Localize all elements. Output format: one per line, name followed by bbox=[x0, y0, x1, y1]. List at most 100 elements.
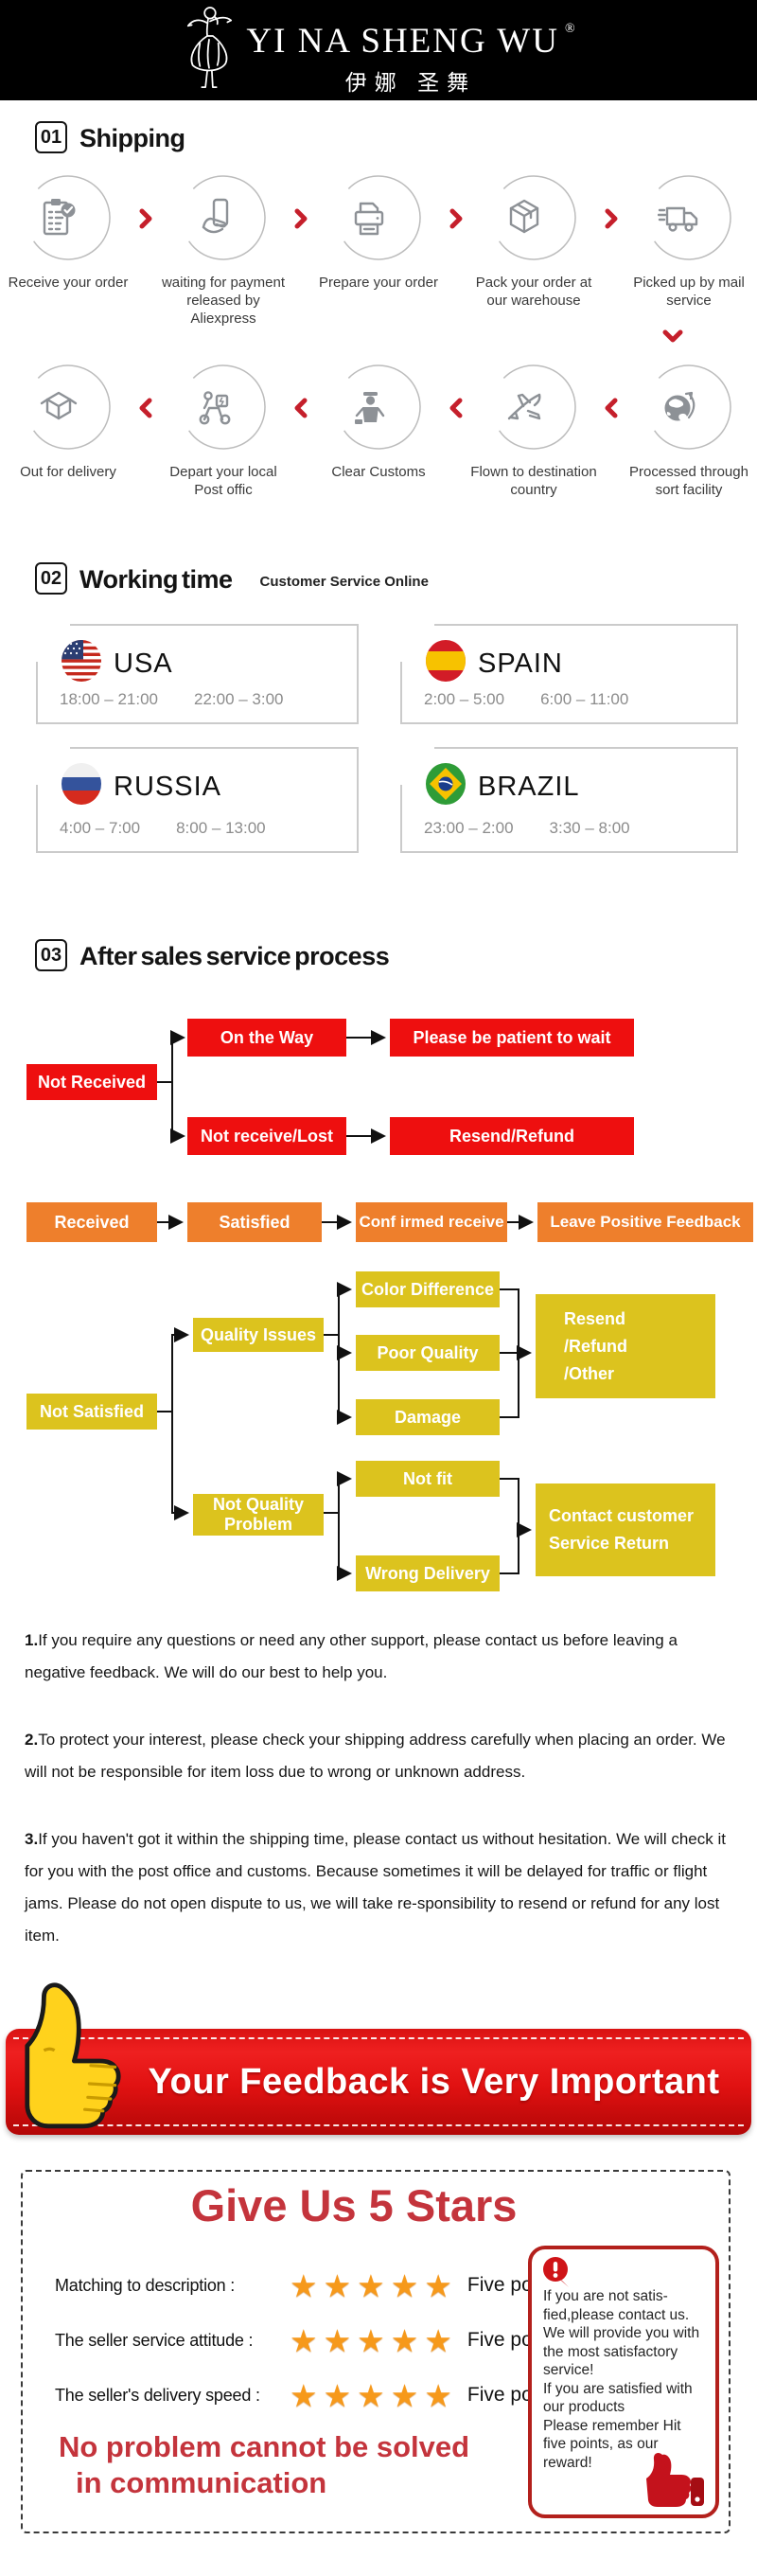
time-range: 2:00 – 5:00 bbox=[424, 690, 505, 708]
brand-header: YI NA SHENG WU ® 伊娜 圣舞 bbox=[0, 0, 757, 100]
shipping-step: Flown to destination country bbox=[466, 364, 602, 499]
chevron-left-icon bbox=[291, 398, 310, 420]
step-label: Depart your local Post offic bbox=[169, 464, 277, 498]
flowchart-connector-lines bbox=[157, 1030, 534, 1581]
rating-row-description: Matching to description : ★★★★★ Five poi… bbox=[55, 2266, 563, 2304]
note-paragraph: 3.If you haven't got it within the shipp… bbox=[25, 1823, 736, 1952]
chevron-left-icon bbox=[447, 398, 466, 420]
note-text: If you haven't got it within the shippin… bbox=[25, 1830, 726, 1945]
rating-row-service-attitude: The seller service attitude : ★★★★★ Five… bbox=[55, 2321, 563, 2359]
chevron-right-icon bbox=[136, 208, 155, 231]
note-number: 3. bbox=[25, 1830, 39, 1848]
step-label: Out for delivery bbox=[20, 464, 116, 480]
delivery-truck-icon bbox=[657, 196, 701, 244]
payment-card-icon bbox=[192, 196, 236, 244]
step-label: Processed through sort facility bbox=[629, 464, 748, 498]
chevron-right-icon bbox=[602, 208, 621, 231]
brazil-flag-icon bbox=[426, 763, 466, 809]
shipping-step: Pack your order at our warehouse bbox=[466, 174, 602, 328]
shipping-step: Receive your order bbox=[0, 174, 136, 328]
service-hours: 4:00 – 7:00 8:00 – 13:00 bbox=[60, 819, 266, 838]
step-label: Prepare your order bbox=[319, 275, 438, 291]
country-name: USA bbox=[114, 648, 173, 679]
rating-label: The seller's delivery speed : bbox=[55, 2385, 260, 2405]
flow-box-not-fit: Not fit bbox=[356, 1461, 500, 1497]
flow-box-leave-positive-feedback: Leave Positive Feedback bbox=[537, 1202, 753, 1242]
time-range: 22:00 – 3:00 bbox=[193, 690, 284, 708]
time-range: 8:00 – 13:00 bbox=[176, 819, 266, 837]
thumbs-up-icon bbox=[15, 1981, 121, 2146]
rating-row-delivery-speed: The seller's delivery speed : ★★★★★ Five… bbox=[55, 2376, 563, 2414]
note-number: 1. bbox=[25, 1631, 39, 1649]
airplane-icon bbox=[502, 385, 546, 434]
red-thumbs-up-icon bbox=[634, 2440, 713, 2513]
note-paragraph: 1.If you require any questions or need a… bbox=[25, 1625, 736, 1689]
step-label: Flown to destination country bbox=[470, 464, 597, 498]
step-circle bbox=[25, 174, 112, 261]
after-sales-flowchart: Not Received On the Way Please be patien… bbox=[0, 1004, 757, 1617]
section-after-sales-title: 03 After sales service process bbox=[35, 939, 390, 971]
country-name: BRAZIL bbox=[478, 772, 580, 802]
step-circle bbox=[180, 174, 267, 261]
flow-box-please-wait: Please be patient to wait bbox=[390, 1019, 634, 1057]
flow-box-poor-quality: Poor Quality bbox=[356, 1335, 500, 1371]
service-hours: 2:00 – 5:00 6:00 – 11:00 bbox=[424, 690, 628, 709]
globe-icon bbox=[658, 385, 701, 434]
step-circle bbox=[490, 364, 577, 451]
time-range: 6:00 – 11:00 bbox=[540, 690, 629, 708]
working-time-card-spain: SPAIN 2:00 – 5:00 6:00 – 11:00 bbox=[400, 624, 738, 724]
flow-box-wrong-delivery: Wrong Delivery bbox=[356, 1555, 500, 1591]
section-working-time-title: 02 Working time Customer Service Online bbox=[35, 562, 429, 595]
five-stars-icons: ★★★★★ bbox=[290, 2266, 458, 2304]
slogan-line-1: No problem cannot be solved bbox=[59, 2430, 470, 2463]
shipping-step: Picked up by mail service bbox=[621, 174, 757, 328]
note-text: If you require any questions or need any… bbox=[25, 1631, 678, 1681]
chevron-left-icon bbox=[136, 398, 155, 420]
step-circle bbox=[490, 174, 577, 261]
shipping-step: Out for delivery bbox=[0, 364, 136, 499]
note-paragraph: 2.To protect your interest, please check… bbox=[25, 1724, 736, 1788]
time-range: 4:00 – 7:00 bbox=[60, 819, 141, 837]
time-range: 23:00 – 2:00 bbox=[424, 819, 514, 837]
feedback-banner-text: Your Feedback is Very Important bbox=[148, 2061, 720, 2102]
shipping-steps-row-2: Out for delivery Depart your loca bbox=[0, 364, 757, 499]
step-label: Picked up by mail service bbox=[633, 275, 745, 309]
chevron-right-icon bbox=[447, 208, 466, 231]
time-range: 18:00 – 21:00 bbox=[60, 690, 158, 708]
brand-chinese-name: 伊娜 圣舞 bbox=[344, 69, 477, 95]
step-label: Receive your order bbox=[8, 275, 129, 291]
step-circle bbox=[180, 364, 267, 451]
shipping-step: Depart your local Post offic bbox=[155, 364, 291, 499]
flow-box-resend-refund: Resend/Refund bbox=[390, 1117, 634, 1155]
clipboard-check-icon bbox=[37, 196, 80, 244]
policy-notes: 1.If you require any questions or need a… bbox=[25, 1625, 736, 1987]
step-label: waiting for payment released by Aliexpre… bbox=[161, 275, 286, 327]
working-time-card-brazil: BRAZIL 23:00 – 2:00 3:30 – 8:00 bbox=[400, 747, 738, 853]
step-circle bbox=[335, 364, 422, 451]
flow-box-not-quality-problem: Not Quality Problem bbox=[193, 1494, 324, 1536]
printer-icon bbox=[347, 196, 391, 244]
shipping-steps-row-1: Receive your order waiting for payment r… bbox=[0, 174, 757, 328]
section-number-badge: 03 bbox=[35, 939, 67, 971]
flow-box-color-difference: Color Difference bbox=[356, 1271, 500, 1307]
working-time-card-usa: USA 18:00 – 21:00 22:00 – 3:00 bbox=[36, 624, 359, 724]
registered-mark: ® bbox=[564, 21, 575, 36]
brand-name: YI NA SHENG WU bbox=[246, 21, 559, 61]
step-circle bbox=[645, 174, 732, 261]
chevron-left-icon bbox=[602, 398, 621, 420]
service-hours: 18:00 – 21:00 22:00 – 3:00 bbox=[60, 690, 284, 709]
country-name: SPAIN bbox=[478, 648, 563, 679]
package-box-icon bbox=[502, 196, 546, 244]
flow-box-satisfied: Satisfied bbox=[187, 1202, 322, 1242]
shipping-step: Clear Customs bbox=[310, 364, 447, 499]
step-circle bbox=[645, 364, 732, 451]
flow-box-on-the-way: On the Way bbox=[187, 1019, 346, 1057]
flow-box-damage: Damage bbox=[356, 1399, 500, 1435]
shipping-step: Prepare your order bbox=[310, 174, 447, 328]
five-stars-icons: ★★★★★ bbox=[290, 2321, 458, 2359]
courier-scooter-icon bbox=[192, 385, 236, 434]
note-number: 2. bbox=[25, 1731, 39, 1749]
satisfaction-note-text: If you are not satis- fied,please contac… bbox=[543, 2288, 700, 2471]
section-title-text: Working time bbox=[79, 565, 233, 594]
